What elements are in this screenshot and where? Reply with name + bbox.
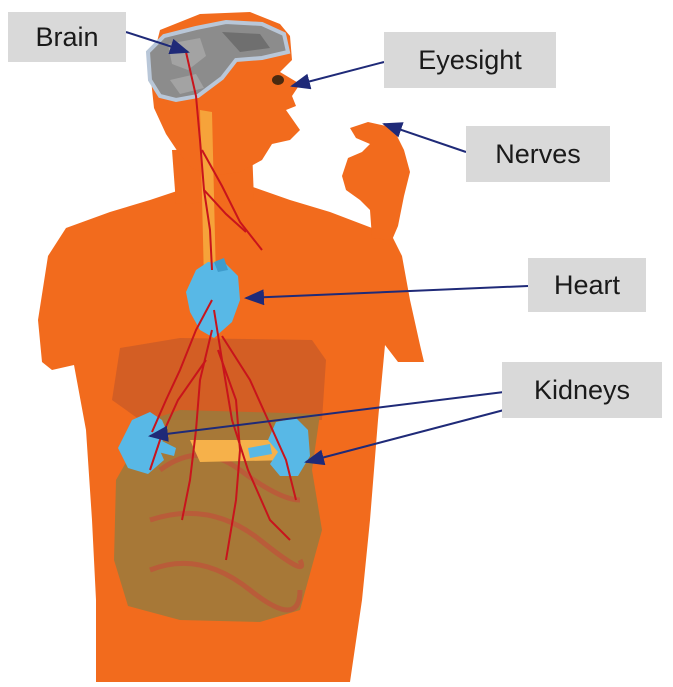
eyesight-arrow <box>292 62 384 86</box>
nerves-label: Nerves <box>466 126 610 182</box>
kidneys-label: Kidneys <box>502 362 662 418</box>
heart-label: Heart <box>528 258 646 312</box>
eye-icon <box>272 75 284 85</box>
brain-label: Brain <box>8 12 126 62</box>
eyesight-label: Eyesight <box>384 32 556 88</box>
